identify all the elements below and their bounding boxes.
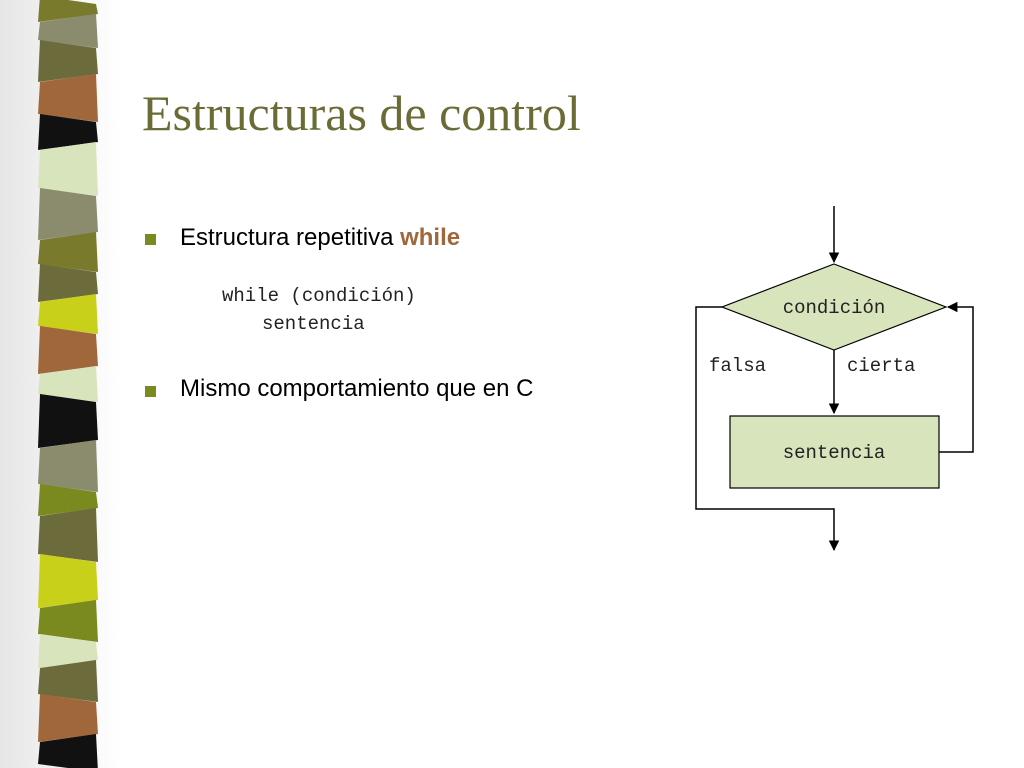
- stripe-segment: [38, 734, 98, 768]
- stripe-segment: [38, 40, 98, 82]
- stripe-segment: [38, 294, 98, 334]
- bullet-text: Estructura repetitiva: [180, 224, 401, 251]
- false-branch-line: [695, 306, 840, 552]
- stripe-segment: [38, 114, 98, 150]
- stripe-segment: [38, 14, 98, 48]
- stripe-segment: [38, 188, 98, 240]
- stripe-segment: [38, 142, 98, 196]
- statement-label: sentencia: [783, 442, 886, 464]
- true-label: cierta: [847, 355, 915, 377]
- stripe-segment: [38, 660, 98, 702]
- statement-box: [729, 415, 940, 489]
- code-line-sentence: sentencia: [262, 313, 365, 335]
- stripe-segment: [38, 554, 98, 608]
- stripe-segment: [38, 326, 98, 374]
- decorative-stripe-band: [0, 0, 120, 768]
- false-label: falsa: [709, 355, 766, 377]
- bullet-item-while: Estructura repetitiva while: [180, 224, 460, 252]
- condition-label: condición: [783, 297, 886, 319]
- stripe-segment: [38, 600, 98, 642]
- bullet-item-behavior: Mismo comportamiento que en C: [180, 375, 534, 402]
- stripe-segment: [38, 484, 98, 516]
- stripe-segment: [38, 366, 98, 402]
- stripe-segment: [38, 74, 98, 122]
- stripe-segment: [38, 264, 98, 302]
- stripe-segment: [38, 508, 98, 562]
- stripe-segment: [38, 634, 98, 668]
- stripe-segment: [38, 232, 98, 272]
- loop-back-arrow: [939, 301, 974, 453]
- code-line-while: while (condición): [222, 285, 416, 307]
- while-flowchart: condición cierta sentencia falsa: [695, 206, 974, 552]
- stripe-segment: [38, 694, 98, 742]
- bullet-marker: [145, 234, 156, 245]
- stripe-segment: [38, 394, 98, 448]
- keyword-while: while: [400, 224, 461, 251]
- slide-title: Estructuras de control: [142, 85, 581, 141]
- stripe-segment: [38, 0, 98, 22]
- bullet-marker: [145, 386, 156, 397]
- stripe-segment: [38, 440, 98, 492]
